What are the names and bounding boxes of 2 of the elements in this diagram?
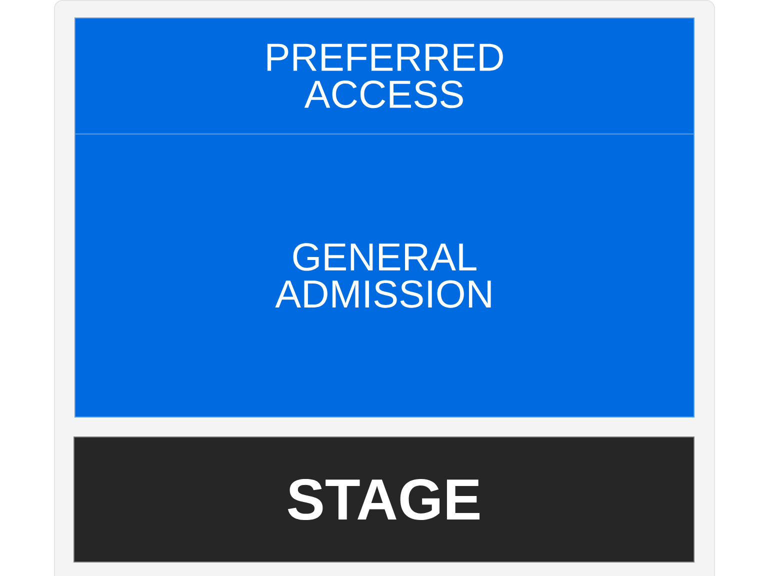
seating-zone: PREFERRED ACCESS <box>74 18 694 134</box>
stage-block: STAGE <box>74 436 694 562</box>
